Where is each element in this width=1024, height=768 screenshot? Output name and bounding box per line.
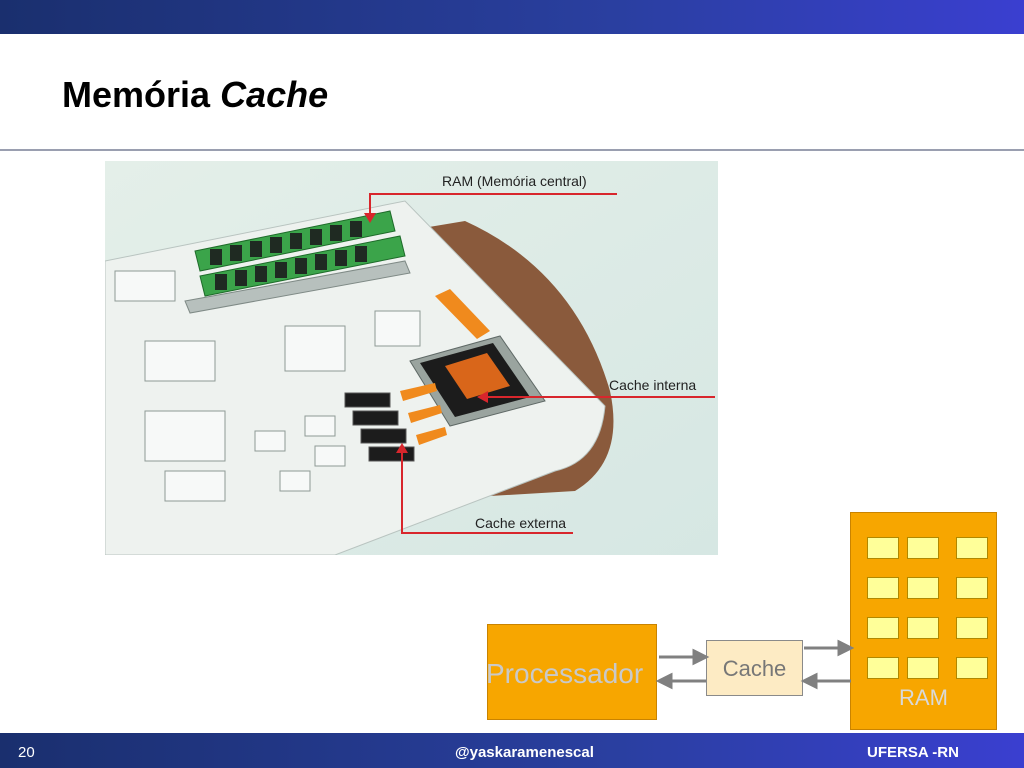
arrow-head — [692, 648, 710, 666]
ram-cell — [867, 657, 899, 679]
ram-modules — [184, 210, 411, 314]
board-chip — [164, 470, 226, 502]
ram-cell — [907, 617, 939, 639]
cpu-chip — [409, 335, 546, 427]
board-chip — [114, 270, 176, 302]
callout-cache-externa: Cache externa — [475, 515, 566, 531]
board-chip — [314, 445, 346, 467]
processor-label: Processador — [486, 658, 644, 689]
slide-title: Memória Cache — [62, 74, 328, 116]
ram-cell — [867, 617, 899, 639]
board-chip — [284, 325, 346, 372]
processor-box — [487, 624, 657, 720]
board-chip — [254, 430, 286, 452]
ram-label: RAM — [899, 685, 948, 710]
callout-cache-interna: Cache interna — [609, 377, 696, 393]
arrow-head — [655, 672, 673, 690]
arrow-head — [800, 672, 818, 690]
footer-author: @yaskaramenescal — [455, 744, 594, 761]
motherboard-illustration: RAM (Memória central) Cache interna Cach… — [105, 161, 718, 555]
board-connector — [144, 410, 226, 462]
top-bar — [0, 0, 1024, 34]
callout-lines — [369, 193, 715, 534]
page-number: 20 — [18, 744, 35, 761]
ram-cell — [867, 537, 899, 559]
board-chip — [304, 415, 336, 437]
cache-box — [706, 640, 803, 696]
cache-label: Cache — [722, 656, 787, 681]
footer-institution: UFERSA -RN — [867, 744, 959, 761]
ram-cell — [907, 657, 939, 679]
ram-cell — [956, 537, 988, 559]
ram-cell — [907, 537, 939, 559]
data-flow-arrows — [400, 289, 490, 445]
board-connector — [144, 340, 216, 382]
title-divider — [0, 149, 1024, 151]
board-chip — [374, 310, 421, 347]
board-chip — [279, 470, 311, 492]
ram-cell — [956, 657, 988, 679]
ram-cell — [956, 617, 988, 639]
ram-cell — [907, 577, 939, 599]
ram-cell — [956, 577, 988, 599]
ram-cell — [867, 577, 899, 599]
title-main: Memória — [62, 74, 211, 115]
bottom-bar — [0, 733, 1024, 768]
title-italic: Cache — [220, 74, 329, 115]
callout-ram: RAM (Memória central) — [442, 173, 587, 189]
